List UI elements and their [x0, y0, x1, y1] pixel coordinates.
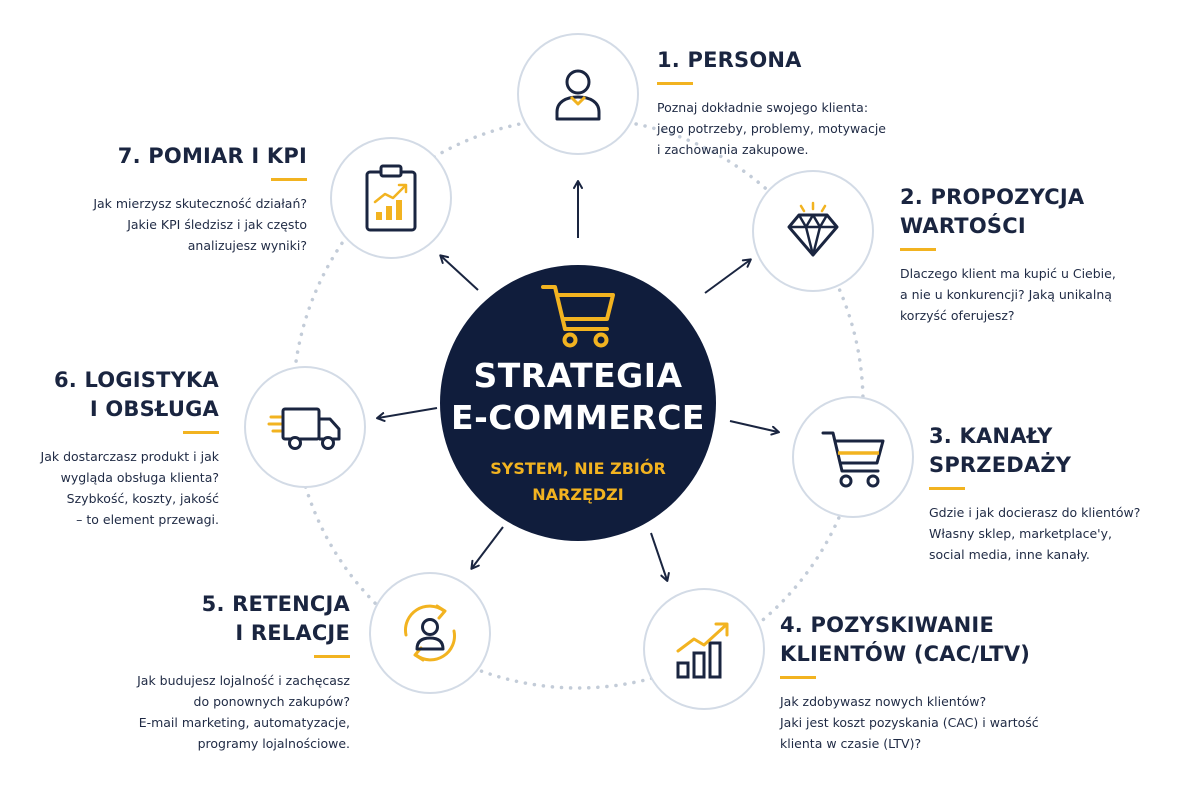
step-title-line: WARTOŚCI [900, 214, 1026, 238]
step-description-line: klienta w czasie (LTV)? [780, 736, 922, 751]
center-subtitle-line2: NARZĘDZI [532, 485, 624, 504]
step-description-line: Jak dostarczasz produkt i jak [40, 449, 219, 464]
step-title: 6. LOGISTYKA I OBSŁUGA [41, 366, 219, 424]
node-sales-channels [792, 396, 914, 518]
step-description: Jak dostarczasz produkt i jak wygląda ob… [41, 446, 219, 530]
step-description-line: Dlaczego klient ma kupić u Ciebie, [900, 266, 1116, 281]
step-description-line: Jakie KPI śledzisz i jak często [127, 217, 307, 232]
step-description-line: Poznaj dokładnie swojego klienta: [657, 100, 869, 115]
step-title-line: KLIENTÓW (CAC/LTV) [780, 642, 1031, 666]
step-description-line: analizujesz wyniki? [187, 238, 307, 253]
step-description: Jak zdobywasz nowych klientów? Jaki jest… [780, 691, 1039, 754]
step-description: Gdzie i jak docierasz do klientów? Własn… [929, 502, 1140, 565]
step-title: 2. PROPOZYCJA WARTOŚCI [900, 183, 1116, 241]
step-title-line: SPRZEDAŻY [929, 453, 1072, 477]
step-value-proposition: 2. PROPOZYCJA WARTOŚCI Dlaczego klient m… [900, 183, 1116, 326]
diamond-icon [787, 201, 839, 257]
step-title-line: 3. KANAŁY [929, 424, 1053, 448]
node-kpi [330, 137, 452, 259]
accent-underline [657, 82, 693, 85]
delivery-truck-icon [267, 407, 341, 450]
step-description-line: social media, inne kanały. [929, 547, 1090, 562]
step-description-line: Jak budujesz lojalność i zachęcasz [137, 673, 350, 688]
step-description-line: a nie u konkurencji? Jaką unikalną [900, 287, 1112, 302]
shopping-cart-icon [541, 285, 615, 348]
step-description-line: E-mail marketing, automatyzacje, [138, 715, 350, 730]
center-hub: STRATEGIA E-COMMERCE SYSTEM, NIE ZBIÓR N… [440, 265, 716, 541]
step-title-line: 1. PERSONA [657, 48, 802, 72]
step-description: Jak budujesz lojalność i zachęcasz do po… [137, 670, 350, 754]
step-description-line: jego potrzeby, problemy, motywacje [657, 121, 886, 136]
step-description-line: – to element przewagi. [76, 512, 219, 527]
user-icon [555, 69, 601, 121]
step-description: Dlaczego klient ma kupić u Ciebie, a nie… [900, 263, 1116, 326]
step-title: 7. POMIAR I KPI [93, 142, 307, 171]
step-title: 3. KANAŁY SPRZEDAŻY [929, 422, 1140, 480]
accent-underline [314, 655, 350, 658]
accent-underline [780, 676, 816, 679]
step-description-line: Własny sklep, marketplace'y, [929, 526, 1112, 541]
shopping-cart-icon [821, 431, 885, 488]
step-description-line: Jak mierzysz skuteczność działań? [93, 196, 307, 211]
step-title-line: 5. RETENCJA [201, 592, 350, 616]
step-persona: 1. PERSONA Poznaj dokładnie swojego klie… [657, 46, 886, 160]
step-retention: 5. RETENCJA I RELACJE Jak budujesz lojal… [137, 590, 350, 754]
step-title: 1. PERSONA [657, 46, 886, 75]
step-title: 4. POZYSKIWANIE KLIENTÓW (CAC/LTV) [780, 611, 1039, 669]
step-title: 5. RETENCJA I RELACJE [137, 590, 350, 648]
arrow-to-acquisition [650, 532, 670, 582]
step-title-line: 4. POZYSKIWANIE [780, 613, 994, 637]
arrow-to-kpi [439, 254, 479, 291]
arrow-to-value-proposition [704, 258, 752, 294]
node-retention [369, 572, 491, 694]
step-acquisition: 4. POZYSKIWANIE KLIENTÓW (CAC/LTV) Jak z… [780, 611, 1039, 754]
step-description-line: programy lojalnościowe. [197, 736, 350, 751]
step-description-line: korzyść oferujesz? [900, 308, 1015, 323]
step-title-line: 7. POMIAR I KPI [117, 144, 307, 168]
step-description-line: Gdzie i jak docierasz do klientów? [929, 505, 1141, 520]
step-description: Jak mierzysz skuteczność działań? Jakie … [93, 193, 307, 256]
step-title-line: I RELACJE [235, 621, 350, 645]
step-sales-channels: 3. KANAŁY SPRZEDAŻY Gdzie i jak docieras… [929, 422, 1140, 565]
step-logistics: 6. LOGISTYKA I OBSŁUGA Jak dostarczasz p… [41, 366, 219, 530]
step-description-line: Szybkość, koszty, jakość [66, 491, 219, 506]
arrow-to-retention [470, 526, 504, 570]
arrow-to-sales-channels [729, 420, 780, 436]
step-kpi: 7. POMIAR I KPI Jak mierzysz skuteczność… [93, 142, 307, 256]
step-title-line: 2. PROPOZYCJA [900, 185, 1085, 209]
center-title-line1: STRATEGIA [473, 356, 683, 395]
step-description-line: Jak zdobywasz nowych klientów? [780, 694, 987, 709]
step-description-line: i zachowania zakupowe. [657, 142, 809, 157]
center-title-line2: E-COMMERCE [451, 398, 705, 437]
growth-chart-icon [676, 622, 729, 679]
node-value-proposition [752, 170, 874, 292]
accent-underline [183, 431, 219, 434]
node-persona [517, 33, 639, 155]
node-logistics [244, 366, 366, 488]
arrow-to-logistics [376, 407, 438, 422]
step-description-line: Jaki jest koszt pozyskania (CAC) i warto… [780, 715, 1039, 730]
node-acquisition [643, 588, 765, 710]
returning-user-icon [404, 604, 456, 662]
accent-underline [271, 178, 307, 181]
accent-underline [929, 487, 965, 490]
center-subtitle-line1: SYSTEM, NIE ZBIÓR [490, 459, 666, 478]
step-title-line: 6. LOGISTYKA [53, 368, 219, 392]
accent-underline [900, 248, 936, 251]
step-description-line: wygląda obsługa klienta? [60, 470, 219, 485]
clipboard-chart-icon [365, 164, 417, 232]
step-description-line: do ponownych zakupów? [193, 694, 350, 709]
step-description: Poznaj dokładnie swojego klienta: jego p… [657, 97, 886, 160]
step-title-line: I OBSŁUGA [89, 397, 219, 421]
